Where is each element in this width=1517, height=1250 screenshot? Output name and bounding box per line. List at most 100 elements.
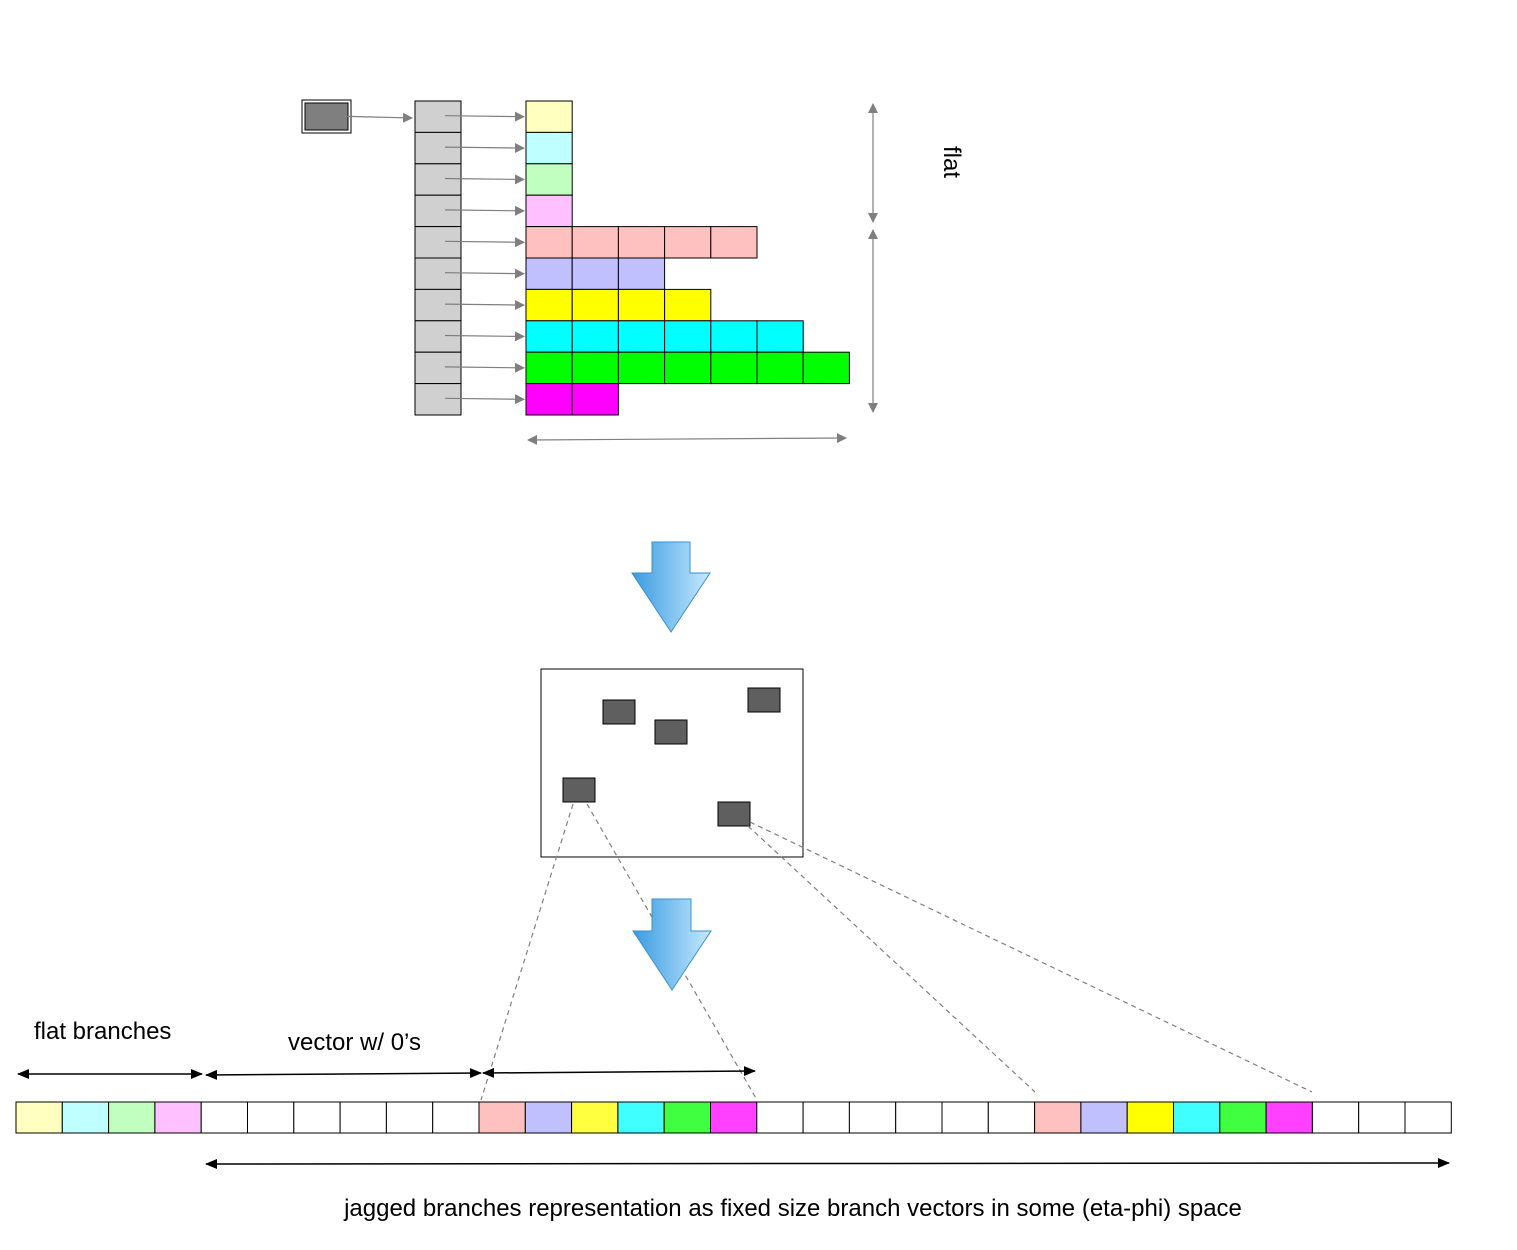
- jagged-cell: [525, 100, 573, 133]
- strip-cell: [524, 1101, 573, 1134]
- strip-cell: [1265, 1101, 1313, 1134]
- jagged-cell: [710, 226, 758, 259]
- flat-branches-label: flat branches: [34, 1018, 171, 1045]
- jagged-cell: [617, 226, 666, 259]
- strip-cell: [339, 1101, 387, 1134]
- strip-cell: [1034, 1101, 1082, 1134]
- strip-cell: [432, 1101, 480, 1134]
- caption: jagged branches representation as fixed …: [343, 1195, 1242, 1222]
- strip-cell: [1080, 1101, 1128, 1134]
- jagged-cell: [617, 257, 666, 290]
- pointer-arrow: [444, 268, 525, 279]
- hit-cell: [747, 687, 781, 713]
- jagged-cell: [525, 163, 573, 196]
- strip-cell: [848, 1101, 897, 1134]
- hit-cell: [602, 699, 636, 725]
- jagged-cell: [664, 351, 712, 385]
- jagged-cell: [525, 131, 573, 165]
- pointer-arrow: [444, 362, 525, 373]
- offset-cell: [414, 226, 462, 259]
- jagged-cell: [664, 320, 712, 353]
- strip-cell: [385, 1101, 434, 1134]
- strip-cell: [154, 1101, 202, 1134]
- jagged-cell: [571, 257, 619, 290]
- branch-vector-strip: [15, 1101, 1452, 1134]
- jagged-cell: [710, 351, 758, 385]
- offset-cell: [414, 383, 462, 416]
- strip-cell: [293, 1101, 341, 1134]
- offset-cell: [414, 351, 462, 385]
- strip-cell: [1404, 1101, 1452, 1134]
- pointer-arrow: [444, 331, 525, 342]
- strip-cell: [1126, 1101, 1174, 1134]
- strip-cell: [756, 1101, 804, 1134]
- strip-cell: [987, 1101, 1036, 1134]
- vector-zeros-arrow: [205, 1068, 482, 1080]
- jagged-cell: [617, 351, 666, 385]
- strip-cell: [15, 1101, 63, 1134]
- hit-cell: [654, 719, 688, 745]
- strip-cell: [802, 1101, 850, 1134]
- hit-cell: [562, 777, 596, 803]
- branch-vector-arrow: [482, 1066, 756, 1078]
- strip-cell: [247, 1101, 295, 1134]
- strip-cell: [571, 1101, 619, 1134]
- transform-arrow-1: [631, 541, 711, 633]
- jagged-cell: [756, 320, 804, 353]
- jagged-cell: [571, 351, 619, 385]
- strip-cell: [1311, 1101, 1360, 1134]
- hit-cell: [717, 801, 751, 827]
- pointer-arrows: [444, 111, 525, 405]
- jagged-cell: [525, 288, 573, 322]
- jagged-cell: [571, 383, 619, 416]
- pointer-arrow: [444, 111, 525, 122]
- strip-cell: [617, 1101, 665, 1134]
- jagged-cell: [756, 351, 804, 385]
- jagged-cell: [664, 288, 712, 322]
- row-length-arrow: [527, 433, 847, 445]
- vector-zeros-label: vector w/ 0’s: [288, 1029, 421, 1056]
- offset-cell: [414, 163, 462, 196]
- strip-cell: [478, 1101, 526, 1134]
- strip-cell: [663, 1101, 712, 1134]
- jagged-cell: [525, 194, 573, 228]
- strip-cell: [108, 1101, 156, 1134]
- offset-cell: [414, 320, 462, 353]
- jagged-cell: [525, 351, 573, 385]
- pointer-arrow: [444, 299, 525, 310]
- offset-column: [414, 100, 462, 416]
- root-pointer-arrow: [333, 112, 413, 123]
- jagged-cell: [617, 320, 666, 353]
- jagged-representation-arrow: [205, 1158, 1450, 1169]
- jagged-cell: [571, 320, 619, 353]
- jagged-cell: [571, 226, 619, 259]
- offset-cell: [414, 257, 462, 290]
- offset-cell: [414, 288, 462, 322]
- strip-cell: [1173, 1101, 1221, 1134]
- offset-cell: [414, 194, 462, 228]
- strip-cell: [61, 1101, 110, 1134]
- jagged-cell: [802, 351, 850, 385]
- jagged-array: [525, 100, 850, 416]
- strip-cell: [941, 1101, 989, 1134]
- jagged-cell: [571, 288, 619, 322]
- jagged-cell: [525, 320, 573, 353]
- pointer-arrow: [444, 205, 525, 216]
- jagged-cell: [710, 320, 758, 353]
- offset-cell: [414, 131, 462, 165]
- strip-cell: [200, 1101, 248, 1134]
- jagged-cell: [525, 226, 573, 259]
- pointer-arrow: [444, 142, 525, 153]
- transform-arrow-2: [632, 898, 712, 991]
- jagged-cell: [525, 383, 573, 416]
- jagged-cell: [664, 226, 712, 259]
- jagged-cell: [525, 257, 573, 290]
- jagged-cell: [617, 288, 666, 322]
- flat-label: flat: [938, 146, 965, 178]
- strip-cell: [1219, 1101, 1267, 1134]
- pointer-arrow: [444, 394, 525, 405]
- pointer-arrow: [444, 237, 525, 248]
- projection-lines: [480, 803, 1313, 1101]
- strip-cell: [1358, 1101, 1406, 1134]
